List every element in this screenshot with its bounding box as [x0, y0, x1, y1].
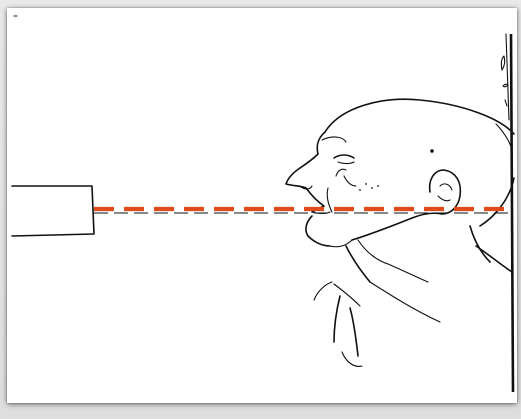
- patient-head-profile-icon: [286, 99, 514, 366]
- x-ray-tube-icon: [12, 186, 94, 236]
